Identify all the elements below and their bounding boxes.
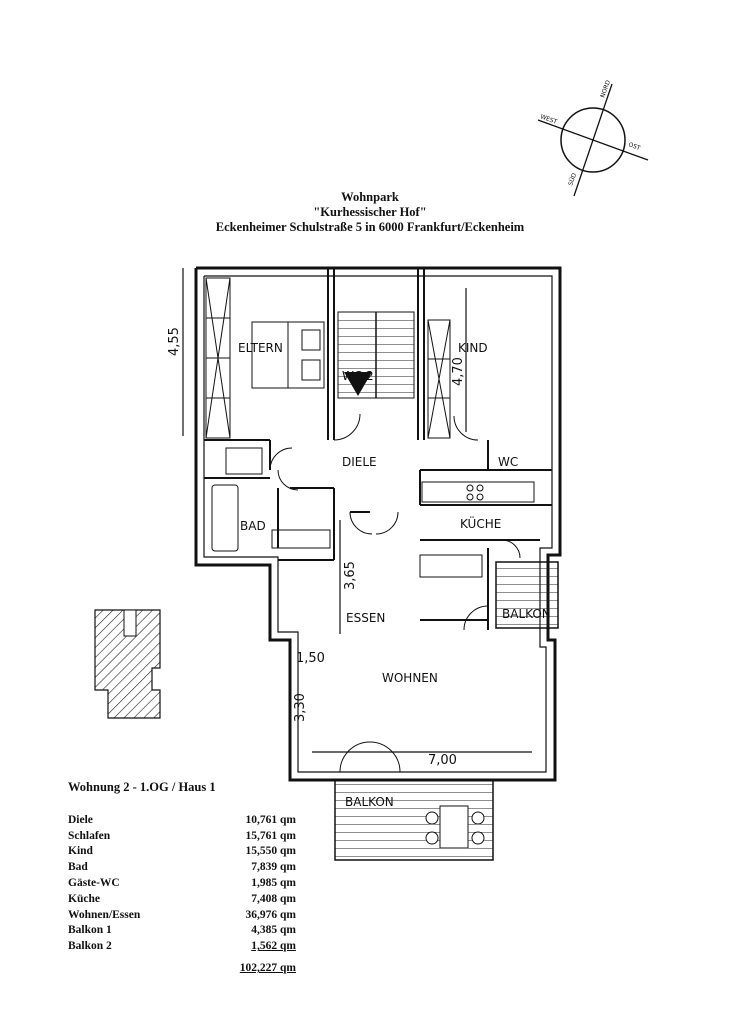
house-location-miniature: [94, 609, 161, 719]
room-label-diele: DIELE: [342, 455, 377, 469]
area-name: Bad: [68, 861, 88, 874]
room-label-essen: ESSEN: [346, 611, 385, 625]
area-name: Küche: [68, 892, 100, 905]
area-row: Balkon 2 1,562 qm: [68, 938, 296, 954]
compass-rose: NORD WEST OST SÜD: [537, 79, 649, 197]
double-bed: [251, 321, 325, 389]
room-label-wc-stair: WC 2: [342, 369, 374, 383]
area-name: Gäste-WC: [68, 877, 120, 890]
area-name: Diele: [68, 813, 93, 826]
compass-ew-axis: [537, 119, 649, 161]
title-line-2: "Kurhessischer Hof": [313, 205, 427, 219]
compass-circle: [560, 107, 626, 173]
compass-south-label: SÜD: [567, 172, 578, 187]
balcony-right: [495, 561, 559, 629]
area-row: Diele 10,761 qm: [68, 812, 296, 828]
room-label-balkon-bottom: BALKON: [345, 795, 394, 809]
dim-wohnen-width: 7,00: [428, 753, 457, 768]
wardrobes: [205, 277, 451, 439]
area-row: Gäste-WC 1,985 qm: [68, 875, 296, 891]
area-value: 36,976 qm: [245, 908, 296, 921]
area-name: Wohnen/Essen: [68, 908, 141, 921]
room-label-wohnen: WOHNEN: [382, 671, 438, 685]
room-label-bad: BAD: [240, 519, 266, 533]
area-name: Balkon 1: [68, 924, 112, 937]
dim-eltern-height: 4,55: [167, 327, 182, 356]
interior-walls: [204, 268, 552, 630]
plan-title-block: Wohnpark "Kurhessischer Hof" Eckenheimer…: [190, 190, 550, 235]
bath-fixtures: [211, 447, 331, 552]
area-value: 4,385 qm: [251, 924, 296, 937]
area-value-text: 1,562 qm: [251, 940, 296, 953]
area-total: 102,227 qm: [239, 962, 296, 974]
area-row: Wohnen/Essen 36,976 qm: [68, 907, 296, 923]
dim-kind-height: 4,70: [451, 357, 466, 386]
room-label-kind: KIND: [458, 341, 488, 355]
area-name: Kind: [68, 845, 93, 858]
room-label-wc: WC: [498, 455, 518, 469]
dim-corner-width: 1,50: [296, 651, 325, 666]
stair-direction-arrow: [344, 372, 372, 396]
area-name: Schlafen: [68, 829, 111, 842]
doors: [269, 413, 521, 773]
dim-essen-height: 3,65: [343, 561, 358, 590]
area-value: 15,550 qm: [245, 845, 296, 858]
outer-walls: [194, 266, 562, 782]
title-line-1: Wohnpark: [341, 190, 399, 204]
area-value: 7,839 qm: [251, 861, 296, 874]
area-row: Kind 15,550 qm: [68, 844, 296, 860]
area-value: 7,408 qm: [251, 892, 296, 905]
unit-heading: Wohnung 2 - 1.OG / Haus 1: [68, 780, 216, 794]
area-row: Schlafen 15,761 qm: [68, 828, 296, 844]
room-label-eltern: ELTERN: [238, 341, 283, 355]
area-value: 10,761 qm: [245, 813, 296, 826]
area-row: Balkon 1 4,385 qm: [68, 923, 296, 939]
area-row: Bad 7,839 qm: [68, 859, 296, 875]
compass-east-label: OST: [627, 141, 641, 152]
area-table: Diele 10,761 qm Schlafen 15,761 qm Kind …: [68, 812, 296, 954]
title-line-3: Eckenheimer Schulstraße 5 in 6000 Frankf…: [215, 220, 525, 234]
room-label-kuche: KÜCHE: [460, 515, 501, 531]
area-row: Küche 7,408 qm: [68, 891, 296, 907]
dim-wohnen-height: 3,30: [293, 693, 308, 722]
dimension-lines: [182, 268, 532, 753]
outer-walls-inner: [203, 275, 553, 773]
room-label-balkon-right: BALKON: [502, 607, 551, 621]
area-name: Balkon 2: [68, 940, 112, 953]
area-value: 15,761 qm: [245, 829, 296, 842]
kitchen-counter: [419, 481, 535, 578]
balcony-bottom: [334, 779, 494, 861]
area-value: 1,562 qm: [218, 940, 296, 952]
staircase: [337, 311, 415, 399]
area-value: 1,985 qm: [251, 877, 296, 890]
